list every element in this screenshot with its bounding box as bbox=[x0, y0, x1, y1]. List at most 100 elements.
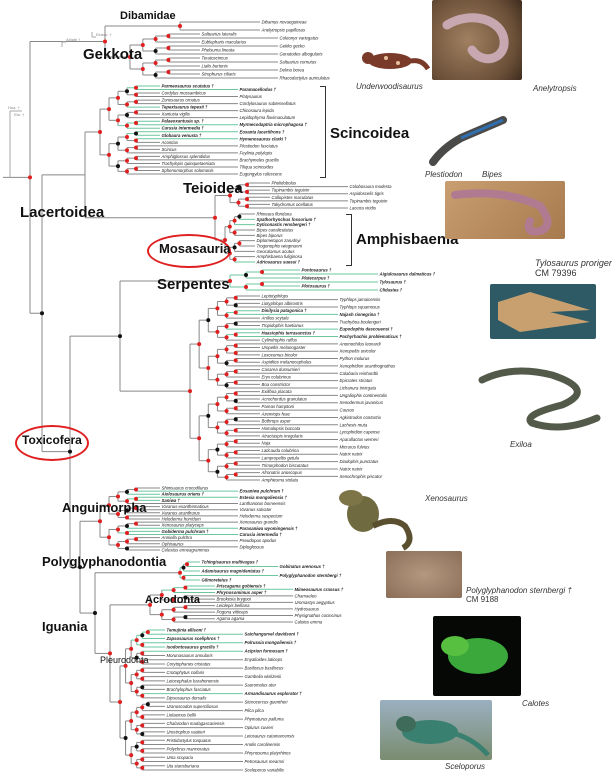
node-marker bbox=[140, 43, 145, 47]
node-marker bbox=[140, 67, 145, 71]
node-marker bbox=[103, 39, 107, 44]
taxon-label: Agkistrodon contortrix bbox=[339, 415, 382, 420]
taxon-label: Leiosaurus catamarcensis bbox=[245, 734, 296, 739]
taxon-label: Basiliscus basiliscus bbox=[245, 666, 285, 671]
node-marker bbox=[237, 241, 242, 246]
node-marker bbox=[171, 597, 176, 602]
clade-pleurodonta: Pleurodonta bbox=[100, 655, 149, 665]
node-marker bbox=[140, 757, 145, 762]
node-marker bbox=[129, 681, 134, 686]
taxon-label: Platysaurus bbox=[240, 94, 263, 99]
tylosaurus-skull-photo bbox=[490, 284, 596, 339]
taxon-label: Anolis carolinensis bbox=[244, 742, 281, 747]
taxon-label: Natrix natrix bbox=[340, 452, 364, 457]
node-marker bbox=[233, 461, 238, 466]
node-marker bbox=[134, 689, 139, 694]
node-marker bbox=[236, 200, 241, 205]
node-marker bbox=[128, 55, 132, 59]
taxon-label: Chamaeleo bbox=[295, 593, 318, 598]
node-marker bbox=[233, 417, 238, 422]
node-marker bbox=[224, 442, 229, 447]
taxon-label: Carusia intermedia † bbox=[240, 532, 283, 537]
node-marker bbox=[206, 365, 211, 370]
node-marker bbox=[125, 102, 129, 107]
taxon-label: Uma scoparia bbox=[167, 755, 194, 760]
taxon-label: Plestiodon fasciatus bbox=[240, 143, 279, 148]
node-marker bbox=[134, 156, 138, 161]
node-marker bbox=[233, 380, 238, 385]
node-marker bbox=[224, 383, 229, 388]
node-marker bbox=[134, 496, 138, 501]
taxon-label: Anomochilus leonardi bbox=[339, 341, 382, 346]
taxon-label: Boa constrictor bbox=[262, 382, 291, 387]
taxon-label: Diploglossus bbox=[240, 544, 265, 549]
node-marker bbox=[140, 642, 145, 647]
taxon-label: Pseudopus apodus bbox=[240, 538, 278, 543]
taxon-label: Gekko gecko bbox=[280, 44, 306, 49]
node-marker bbox=[224, 409, 229, 413]
node-marker bbox=[125, 169, 129, 174]
taxon-label: Brookesia brygooi bbox=[217, 597, 252, 602]
node-marker bbox=[166, 34, 171, 38]
taxon-label: Lialis burtonis bbox=[202, 64, 229, 69]
taxon-label: Cordylus mossambicus bbox=[162, 91, 207, 96]
taxon-label: Brachylophus fasciatus bbox=[167, 687, 212, 692]
node-marker bbox=[233, 321, 238, 326]
node-marker bbox=[125, 489, 129, 494]
taxon-label: Typhlops squamosus bbox=[340, 305, 381, 310]
clade-iguania: Iguania bbox=[42, 619, 88, 634]
taxon-label: Trachylepis quinquetaeniata bbox=[162, 161, 216, 166]
taxon-label: Scincus bbox=[162, 147, 178, 152]
node-marker bbox=[178, 570, 182, 575]
taxon-label: Parasaniwa wyomingensis † bbox=[240, 526, 299, 531]
taxon-label: Agama agama bbox=[216, 616, 246, 621]
taxon-label: Azemiops feae bbox=[261, 411, 291, 416]
taxon-label: Bothrops asper bbox=[262, 419, 292, 424]
taxon-label: Afronatrix anoscopus bbox=[261, 470, 303, 475]
taxon-label: Phymaturus palluma bbox=[245, 717, 285, 722]
taxon-label: Leiolepis belliana bbox=[217, 603, 251, 608]
node-marker bbox=[125, 158, 129, 163]
taxon-label: Varanus acanthurus bbox=[162, 510, 201, 515]
taxon-label: Gonatodes albogularis bbox=[280, 52, 324, 57]
calotes-photo bbox=[433, 616, 521, 696]
taxon-label: Aparallactus werneri bbox=[339, 437, 380, 442]
taxon-label: Rhineura floridana bbox=[257, 212, 293, 217]
node-marker bbox=[159, 612, 164, 617]
node-marker bbox=[224, 475, 229, 480]
taxon-label: Palaeoxantusia sp. † bbox=[162, 119, 205, 124]
taxon-label: Armandisaurus explorator † bbox=[244, 691, 303, 696]
taxon-label: Saniwa † bbox=[162, 498, 181, 503]
taxon-label: Polychrus marmoratus bbox=[167, 746, 211, 751]
node-marker bbox=[183, 595, 188, 600]
sceloporus-photo bbox=[380, 700, 492, 760]
taxon-label: Tiliqua scincoides bbox=[240, 164, 275, 169]
taxon-label: Ophisaurus bbox=[162, 541, 185, 546]
node-marker bbox=[224, 453, 229, 458]
plestiodon-caption: Plestiodon bbox=[425, 170, 463, 179]
taxon-label: Xenophidion acanthognathus bbox=[339, 363, 397, 368]
node-marker bbox=[233, 391, 238, 396]
taxon-label: Anilius scytale bbox=[261, 316, 290, 321]
taxon-label: Calabaria reinhardtii bbox=[340, 371, 379, 376]
taxon-label: Enyalioides laticeps bbox=[245, 657, 284, 662]
node-marker bbox=[171, 617, 176, 622]
polyglyphanodon-caption: Polyglyphanodon sternbergi †CM 9188 bbox=[466, 586, 572, 605]
node-marker bbox=[224, 347, 229, 352]
taxon-label: Xantusia vigilis bbox=[161, 112, 191, 117]
taxon-label: Anniella pulchra bbox=[161, 535, 193, 540]
node-marker bbox=[140, 668, 145, 673]
taxon-label: Sauromalus ater bbox=[245, 683, 277, 688]
node-marker bbox=[224, 335, 229, 340]
node-marker bbox=[140, 693, 145, 698]
taxon-label: Morunasaurus annularis bbox=[167, 653, 214, 658]
node-marker bbox=[224, 395, 229, 400]
taxon-label: Uromastyx aegyptius bbox=[295, 600, 336, 605]
node-marker bbox=[140, 714, 145, 719]
taxon-label: Bipes biporus bbox=[257, 233, 284, 238]
taxon-label: Delma borea bbox=[280, 68, 305, 73]
node-marker bbox=[166, 46, 171, 50]
node-marker bbox=[233, 439, 238, 444]
node-marker bbox=[116, 542, 120, 547]
